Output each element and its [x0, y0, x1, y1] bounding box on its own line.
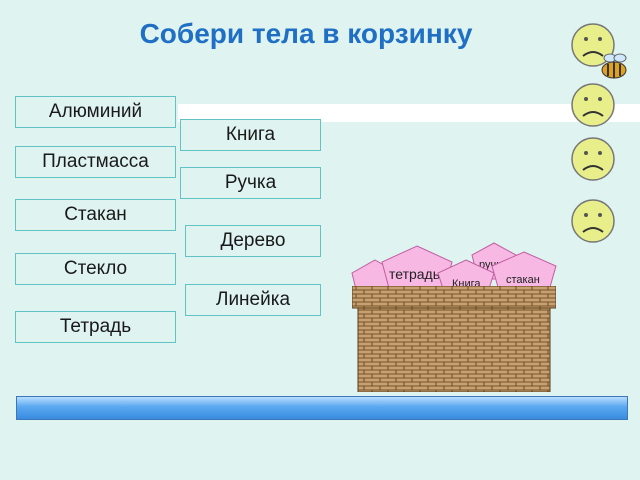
word-card-notebook[interactable]: Тетрадь	[15, 311, 176, 343]
basket	[352, 286, 556, 392]
sad-face-icon[interactable]	[570, 136, 616, 182]
divider-stripe	[178, 104, 640, 122]
sad-face-icon[interactable]	[570, 82, 616, 128]
word-card-aluminum[interactable]: Алюминий	[15, 96, 176, 128]
bee-icon	[601, 53, 627, 79]
word-card-plastic[interactable]: Пластмасса	[15, 146, 176, 178]
progress-bar	[16, 396, 628, 420]
word-card-ruler[interactable]: Линейка	[185, 284, 321, 316]
word-card-glass-cup[interactable]: Стакан	[15, 199, 176, 231]
word-card-glass[interactable]: Стекло	[15, 253, 176, 285]
sad-face-icon[interactable]	[570, 22, 616, 68]
word-card-wood[interactable]: Дерево	[185, 225, 321, 257]
word-card-book[interactable]: Книга	[180, 119, 321, 151]
word-card-pen[interactable]: Ручка	[180, 167, 321, 199]
basket-item-notebook-label: тетрадь	[389, 266, 441, 282]
sad-face-icon[interactable]	[570, 198, 616, 244]
page-title: Собери тела в корзинку	[139, 18, 473, 49]
basket-item-cup-label: стакан	[506, 274, 540, 286]
